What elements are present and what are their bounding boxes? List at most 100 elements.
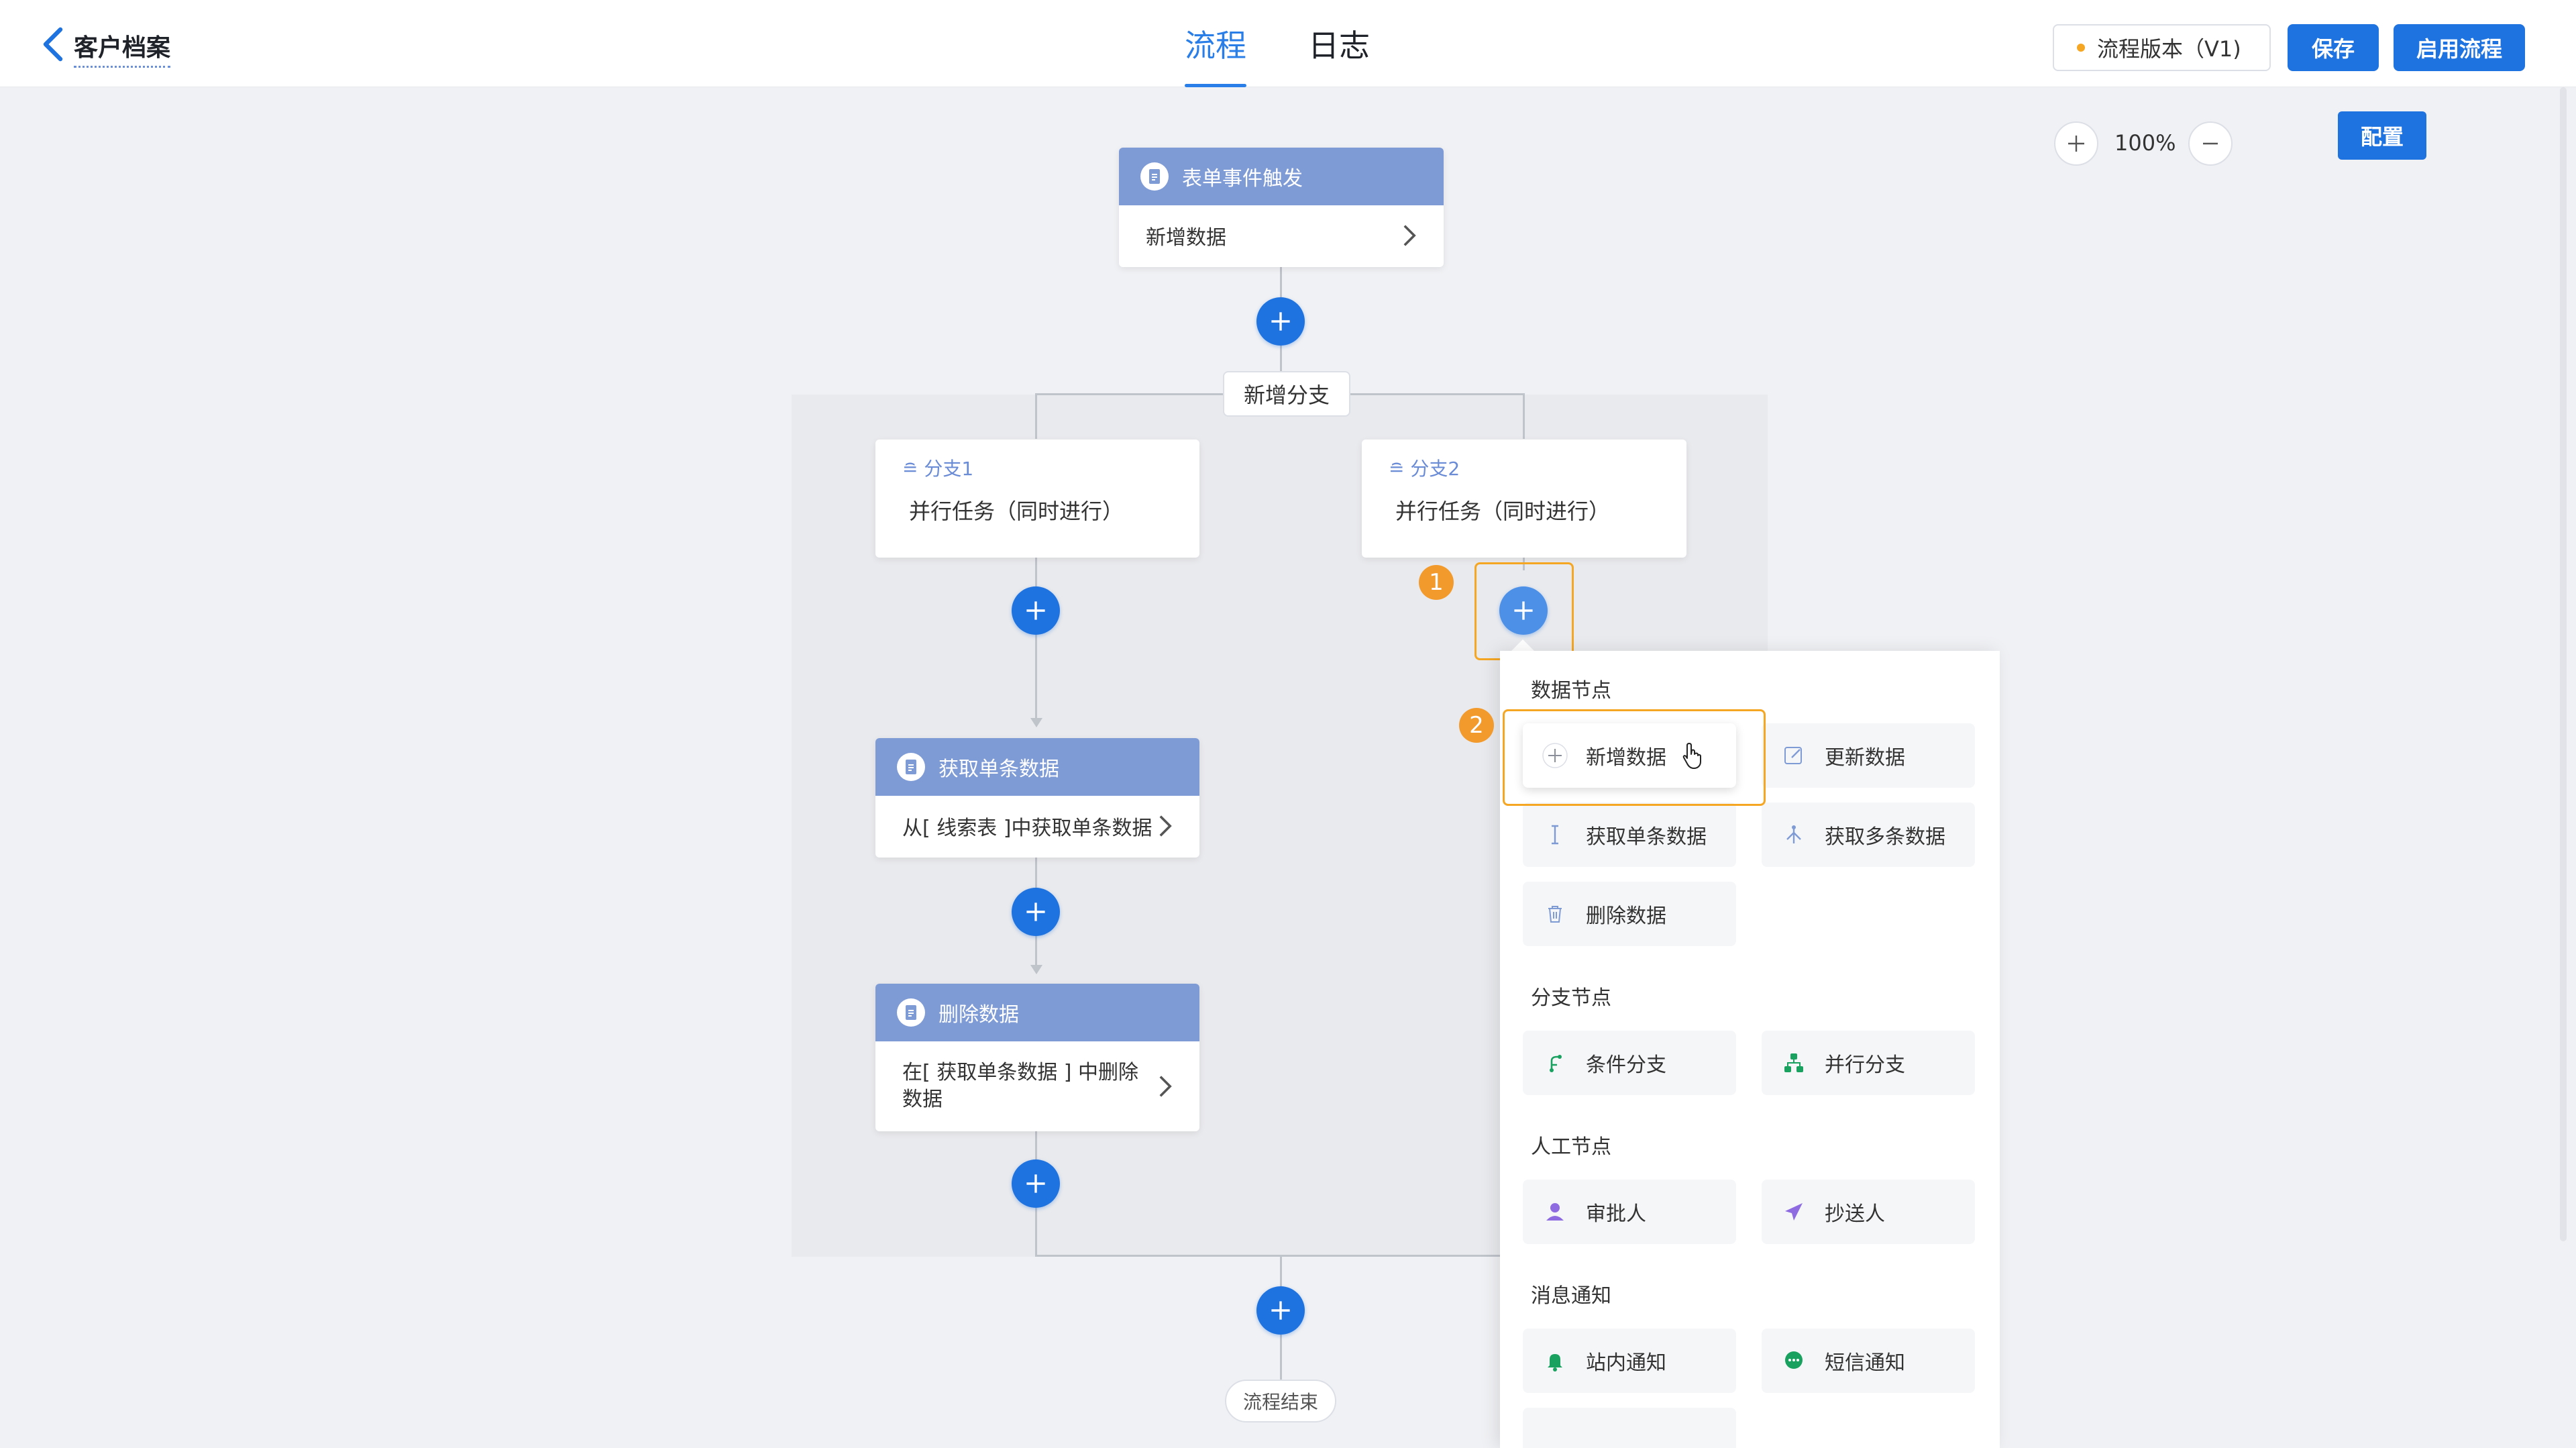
version-status-dot [2077,44,2085,52]
add-node-button-branch2[interactable] [1499,586,1548,635]
menu-item-label: 获取单条数据 [1586,825,1707,849]
chevron-right-icon [1159,1076,1172,1097]
node-title: 表单事件触发 [1182,167,1303,191]
menu-item-label: 条件分支 [1586,1053,1666,1077]
plus-icon [1026,601,1045,620]
connector-line [1035,557,1037,721]
back-button[interactable] [34,24,74,64]
menu-item-get-multi[interactable]: 获取多条数据 [1762,803,1975,867]
plus-icon [1271,1301,1290,1320]
add-node-button[interactable] [1012,888,1060,936]
hand-cursor-icon [1682,743,1701,769]
app-title: 客户档案 [74,28,171,68]
node-body: 从[ 线索表 ]中获取单条数据 [875,796,1199,856]
node-header: 获取单条数据 [875,738,1199,796]
menu-item-add-data[interactable]: 新增数据 [1523,723,1736,788]
add-node-button[interactable] [1256,1286,1305,1335]
menu-item-sms-notice[interactable]: 短信通知 [1762,1329,1975,1393]
zoom-in-button[interactable] [2054,121,2098,166]
zoom-out-button[interactable] [2188,121,2233,166]
config-button[interactable]: 配置 [2338,111,2426,160]
section-message: 消息通知 [1531,1284,1611,1308]
version-selector[interactable]: 流程版本（V1) [2053,24,2271,71]
section-branch-nodes: 分支节点 [1531,986,1611,1010]
connector-line [1523,393,1525,439]
flow-end-label: 流程结束 [1225,1380,1336,1423]
menu-item-label: 审批人 [1586,1202,1646,1226]
enable-flow-button[interactable]: 启用流程 [2394,24,2525,71]
parallel-branch-icon [1779,1048,1809,1078]
step-badge-1: 1 [1419,565,1454,600]
step-badge-2: 2 [1459,708,1494,743]
arrow-down-icon [1030,965,1042,974]
add-node-button[interactable] [1012,586,1060,635]
node-title: 获取单条数据 [938,758,1059,781]
chevron-right-icon [1159,815,1172,837]
bell-icon [1540,1346,1570,1376]
menu-item-cc[interactable]: 抄送人 [1762,1180,1975,1244]
plus-icon [1514,601,1533,620]
get-single-data-node[interactable]: 获取单条数据 从[ 线索表 ]中获取单条数据 [875,738,1199,858]
menu-item-parallel-branch[interactable]: 并行分支 [1762,1031,1975,1095]
send-icon [1779,1197,1809,1227]
zoom-level: 100% [2114,130,2176,156]
branch-name: ≘ 分支1 [902,458,974,480]
delete-data-node[interactable]: 删除数据 在[ 获取单条数据 ] 中删除数据 [875,984,1199,1131]
menu-item-get-single[interactable]: 获取单条数据 [1523,803,1736,867]
add-node-button[interactable] [1012,1159,1060,1208]
scrollbar[interactable] [2560,87,2567,1241]
menu-item-partial[interactable] [1523,1408,1736,1448]
version-label: 流程版本（V1) [2097,36,2241,62]
tab-log[interactable]: 日志 [1308,28,1370,64]
menu-item-label: 更新数据 [1825,746,1905,770]
document-icon [1140,162,1169,191]
tab-flow[interactable]: 流程 [1181,0,1250,87]
add-branch-button[interactable]: 新增分支 [1223,371,1350,417]
menu-item-approver[interactable]: 审批人 [1523,1180,1736,1244]
menu-item-delete-data[interactable]: 删除数据 [1523,882,1736,946]
section-data-nodes: 数据节点 [1531,679,1611,703]
chevron-right-icon [1403,225,1416,246]
branch-card-2[interactable]: ≘ 分支2 并行任务（同时进行） [1362,439,1686,558]
add-node-button[interactable] [1256,297,1305,346]
arrow-down-icon [1030,718,1042,727]
node-description: 新增数据 [1146,226,1226,250]
node-header: 表单事件触发 [1119,148,1444,205]
branch-card-1[interactable]: ≘ 分支1 并行任务（同时进行） [875,439,1199,558]
save-button[interactable]: 保存 [2288,24,2379,71]
plus-icon [1026,1174,1045,1193]
menu-item-cond-branch[interactable]: 条件分支 [1523,1031,1736,1095]
node-header: 删除数据 [875,984,1199,1041]
document-icon [897,753,925,781]
highlight-box-step2 [1503,709,1766,806]
menu-item-site-notice[interactable]: 站内通知 [1523,1329,1736,1393]
node-description: 在[ 获取单条数据 ] 中删除数据 [902,1061,1139,1111]
trash-icon [1540,899,1570,929]
minus-icon [2203,142,2218,145]
menu-item-label: 站内通知 [1586,1351,1666,1375]
node-body: 新增数据 [1119,205,1444,266]
branch-filter-icon: ≘ [1389,458,1411,480]
menu-item-label: 抄送人 [1825,1202,1885,1226]
top-bar: 客户档案 流程 日志 流程版本（V1) 保存 启用流程 [0,0,2576,87]
plus-icon [1540,741,1570,770]
condition-branch-icon [1540,1048,1570,1078]
plus-icon [1026,902,1045,921]
trigger-node[interactable]: 表单事件触发 新增数据 [1119,148,1444,267]
plus-icon [2068,136,2084,152]
connector-line [1035,393,1037,439]
main-tabs: 流程 日志 [1181,0,1374,87]
plus-icon [1271,312,1290,331]
chevron-left-icon [43,27,63,62]
user-icon [1540,1197,1570,1227]
section-manual-nodes: 人工节点 [1531,1135,1611,1159]
node-body: 在[ 获取单条数据 ] 中删除数据 [875,1041,1199,1131]
menu-item-label: 短信通知 [1825,1351,1905,1375]
branch-description: 并行任务（同时进行） [1395,499,1611,524]
document-icon [897,998,925,1027]
menu-item-update-data[interactable]: 更新数据 [1762,723,1975,788]
multi-record-icon [1779,820,1809,849]
node-type-menu: 数据节点 新增数据 更新数据 获取单条数据 获取多条数据 删除数据 分支节点 条… [1500,651,2000,1448]
menu-item-label: 获取多条数据 [1825,825,1945,849]
branch-description: 并行任务（同时进行） [909,499,1124,524]
